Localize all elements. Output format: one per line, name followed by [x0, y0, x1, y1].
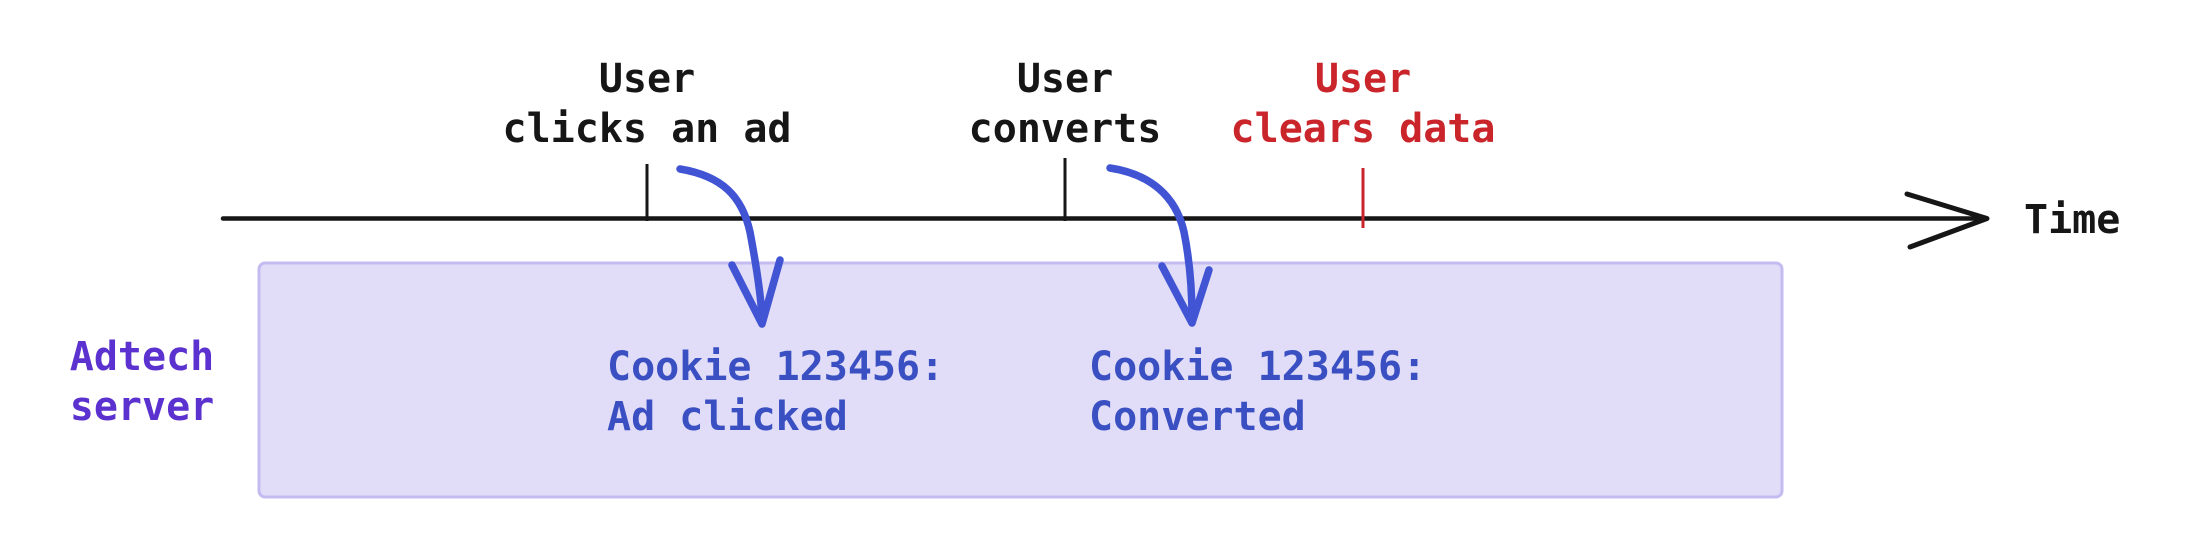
event-label-user-clicks-ad: User clicks an ad [503, 54, 792, 154]
server-label-line: Adtech [69, 334, 215, 380]
server-label-line: server [69, 384, 215, 430]
curved-arrow-convert-to-cookie [1106, 164, 1196, 322]
event-label-line: User [1016, 56, 1114, 102]
curved-arrow-click-to-cookie [676, 165, 766, 322]
cookie-record-line: Cookie 123456: [1089, 344, 1427, 390]
cookie-record-line: Ad clicked [607, 394, 848, 440]
event-label-line: clicks an ad [502, 106, 792, 152]
event-label-user-clears-data: User clears data [1231, 54, 1496, 154]
cookie-record-line: Converted [1089, 394, 1306, 440]
curved-arrow-click-head-icon [728, 256, 784, 328]
cookie-record-ad-clicked: Cookie 123456: Ad clicked [607, 342, 944, 442]
event-label-user-converts: User converts [969, 54, 1162, 154]
time-axis-label: Time [2024, 197, 2121, 243]
curved-arrow-convert-head-icon [1158, 262, 1213, 327]
timeline-arrowhead-icon [1904, 191, 1990, 250]
event-label-line: converts [968, 106, 1162, 152]
event-label-line: User [598, 56, 696, 102]
event-label-line: User [1314, 56, 1412, 102]
event-label-line: clears data [1230, 106, 1496, 152]
adtech-server-label: Adtech server [70, 332, 215, 432]
cookie-record-converted: Cookie 123456: Converted [1089, 342, 1426, 442]
adtech-server-box [257, 261, 1784, 499]
cookie-record-line: Cookie 123456: [607, 344, 945, 390]
